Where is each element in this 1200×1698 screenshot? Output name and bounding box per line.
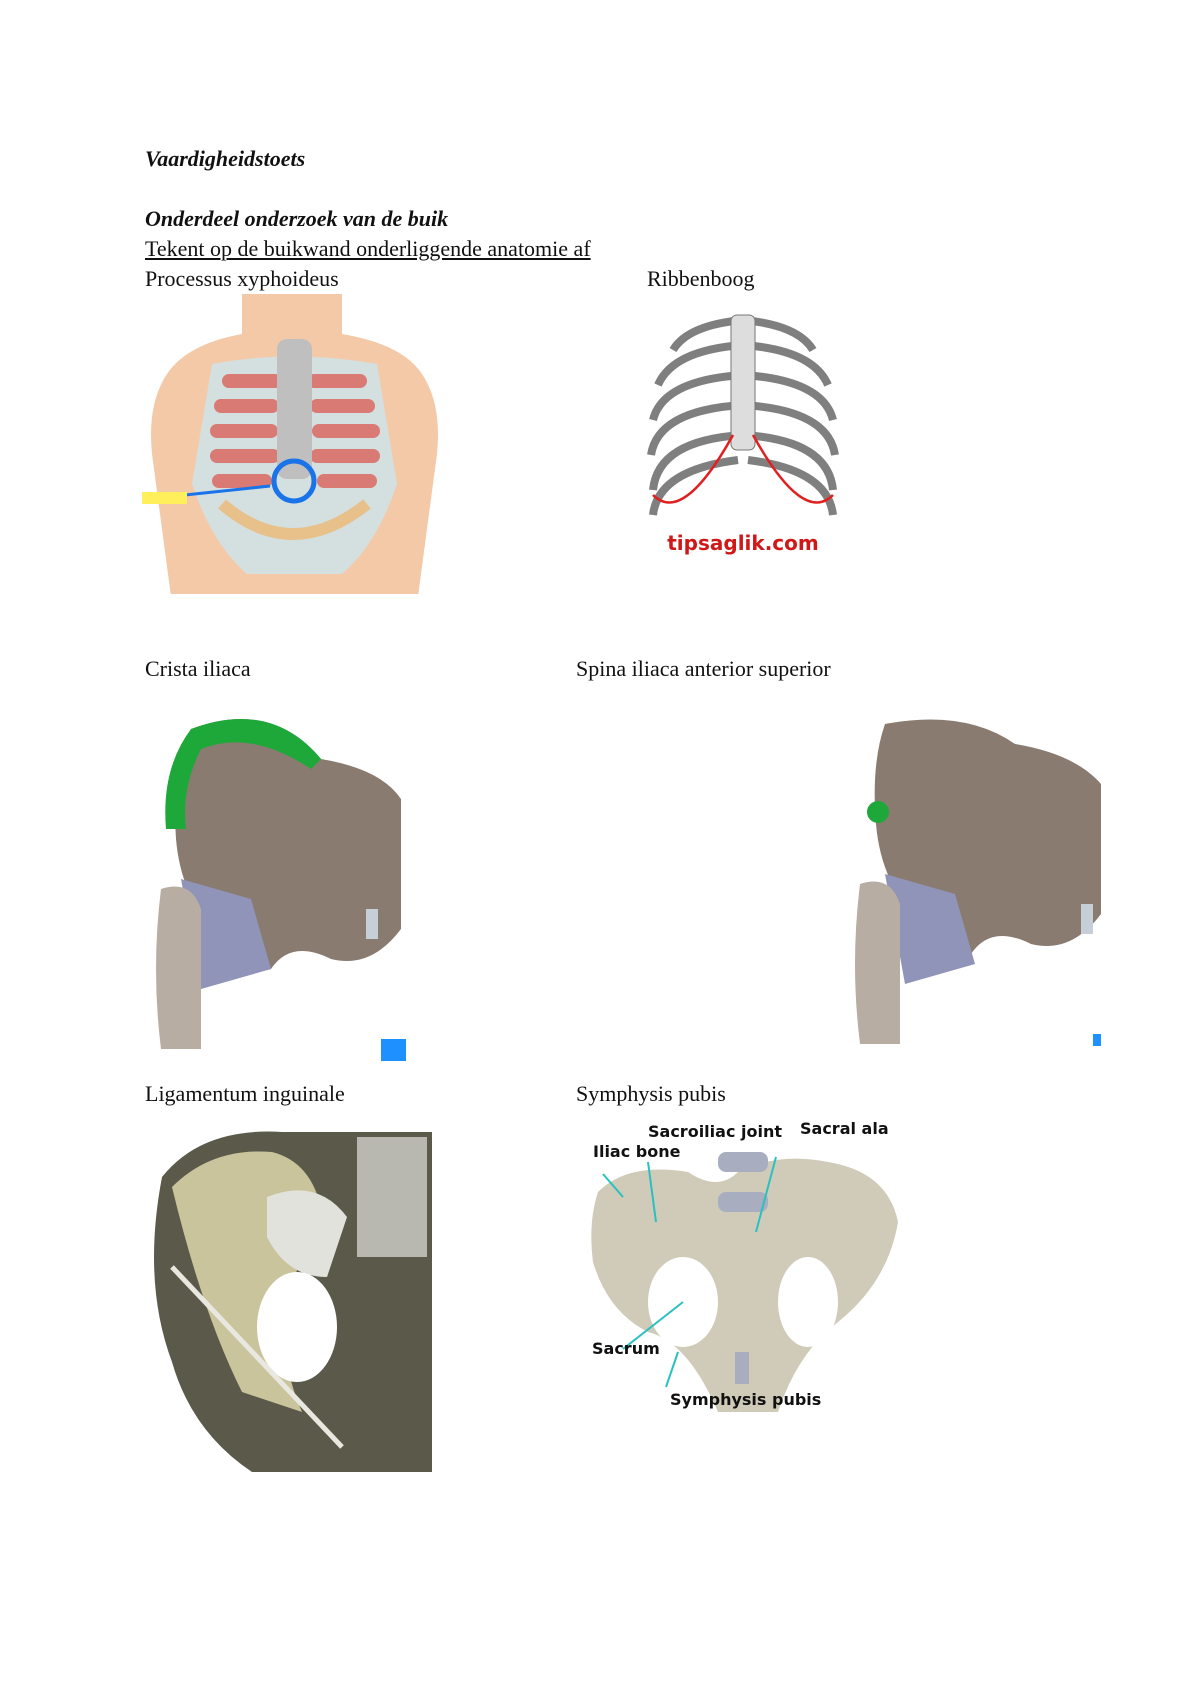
- pelvis-label-sacroiliac-joint: Sacroiliac joint: [648, 1122, 782, 1141]
- label-crista-iliaca: Crista iliaca: [145, 656, 251, 681]
- pelvis-label-sacral-ala: Sacral ala: [800, 1119, 889, 1138]
- label-ligamentum-inguinale: Ligamentum inguinale: [145, 1081, 345, 1106]
- ligamentum-inguinale-illustration: [142, 1117, 442, 1504]
- pelvis-label-sacrum: Sacrum: [592, 1339, 660, 1358]
- label-spina-iliaca: Spina iliaca anterior superior: [576, 656, 831, 681]
- label-processus-xyphoideus: Processus xyphoideus: [145, 266, 339, 291]
- document-title: Vaardigheidstoets: [145, 146, 306, 171]
- pelvis-label-iliac-bone: Iliac bone: [593, 1142, 681, 1161]
- spina-iliaca-illustration: [845, 714, 1101, 1047]
- section-heading: Onderdeel onderzoek van de buik: [145, 206, 449, 231]
- thorax-illustration: [142, 294, 447, 594]
- label-ribbenboog: Ribbenboog: [647, 266, 755, 291]
- symphysis-pubis-illustration: Iliac bone Sacroiliac joint Sacral ala S…: [578, 1112, 905, 1433]
- label-symphysis-pubis: Symphysis pubis: [576, 1081, 726, 1106]
- pelvis-label-symphysis-pubis: Symphysis pubis: [670, 1390, 821, 1409]
- ribcage-illustration: tipsaglik.com: [643, 300, 843, 567]
- instruction-text: Tekent op de buikwand onderliggende anat…: [145, 236, 591, 261]
- tipsaglik-watermark: tipsaglik.com: [667, 531, 819, 555]
- crista-iliaca-illustration: [131, 709, 409, 1063]
- xiphoid-circle-marker: [271, 458, 317, 504]
